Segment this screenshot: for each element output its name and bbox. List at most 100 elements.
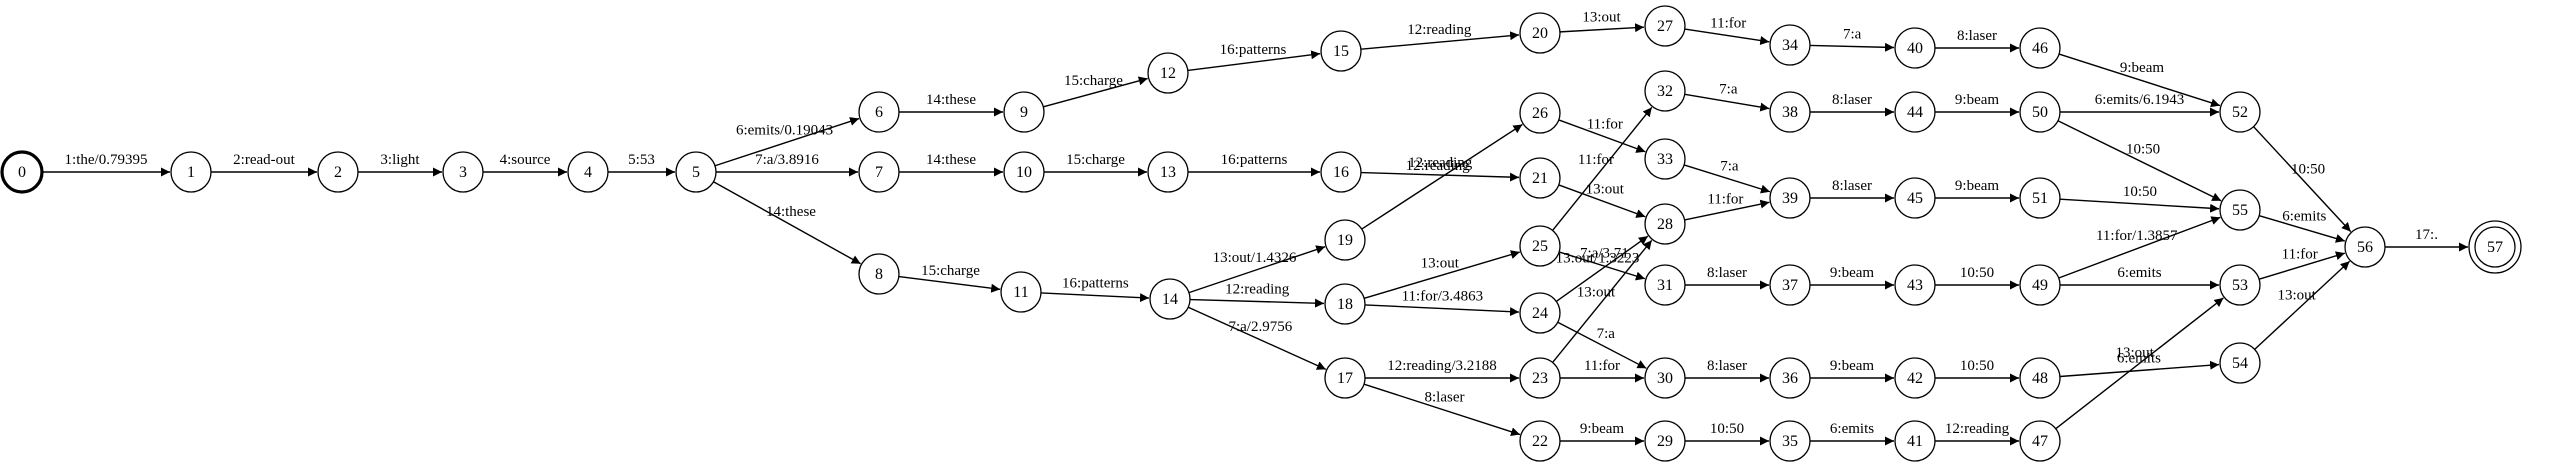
state-circle bbox=[567, 151, 609, 193]
edge-label: 2:read-out bbox=[233, 152, 295, 168]
edge-5-8: 14:these bbox=[713, 181, 861, 265]
state-circle bbox=[2019, 357, 2061, 399]
edge-label: 13:out/1.4326 bbox=[1213, 250, 1297, 266]
state-circle bbox=[1147, 52, 1189, 94]
state-circle bbox=[1894, 357, 1936, 399]
state-circle bbox=[1519, 157, 1561, 199]
state-circle bbox=[1894, 177, 1936, 219]
edge-label: 13:out bbox=[2116, 345, 2155, 361]
edge-line bbox=[1360, 31, 1520, 50]
state-label: 2 bbox=[334, 164, 342, 181]
edge-label: 8:laser bbox=[1832, 92, 1872, 108]
state-node-10: 10 bbox=[1003, 151, 1045, 193]
edge-label: 8:laser bbox=[1832, 178, 1872, 194]
state-label: 55 bbox=[2232, 202, 2248, 219]
state-circle bbox=[1769, 91, 1811, 133]
state-circle bbox=[1519, 92, 1561, 134]
state-node-46: 46 bbox=[2019, 27, 2061, 69]
edge-53-56: 11:for bbox=[2258, 246, 2346, 280]
edge-34-40: 7:a bbox=[1809, 26, 1895, 52]
edge-label: 9:beam bbox=[1955, 92, 1999, 108]
edge-label: 11:for bbox=[1584, 358, 1620, 374]
edge-43-49: 10:50 bbox=[1935, 265, 2019, 290]
state-label: 5 bbox=[692, 164, 700, 181]
state-circle bbox=[1003, 91, 1045, 133]
state-circle bbox=[1894, 27, 1936, 69]
edge-21-28: 13:out bbox=[1558, 181, 1646, 218]
edge-49-55: 11:for/1.3857 bbox=[2058, 216, 2221, 279]
state-circle bbox=[1644, 138, 1686, 180]
edge-line bbox=[1187, 306, 1327, 370]
state-label: 20 bbox=[1532, 25, 1548, 42]
state-label: 47 bbox=[2032, 433, 2048, 450]
state-label: 18 bbox=[1337, 296, 1353, 313]
edge-label: 13:out bbox=[1421, 255, 1460, 271]
state-circle bbox=[1000, 271, 1042, 313]
state-node-34: 34 bbox=[1769, 24, 1811, 66]
edge-31-37: 8:laser bbox=[1685, 265, 1769, 290]
state-node-5: 5 bbox=[675, 151, 717, 193]
state-circle bbox=[317, 151, 359, 193]
edge-14-18: 12:reading bbox=[1189, 281, 1325, 308]
edge-line bbox=[714, 117, 860, 167]
edge-0-1: 1:the/0.79395 bbox=[42, 152, 170, 177]
edge-19-26: 12:reading bbox=[1361, 123, 1523, 230]
edge-label: 16:patterns bbox=[1221, 152, 1288, 168]
state-circle bbox=[858, 151, 900, 193]
edge-36-42: 9:beam bbox=[1810, 358, 1894, 383]
edge-line bbox=[1555, 235, 1649, 302]
edge-line bbox=[1364, 304, 1520, 317]
final-state-outer-circle bbox=[2468, 220, 2522, 274]
edge-label: 6:emits bbox=[1830, 421, 1874, 437]
edge-line bbox=[1809, 42, 1895, 52]
edge-label: 7:a bbox=[1597, 326, 1616, 342]
edge-29-35: 10:50 bbox=[1685, 421, 1769, 446]
start-state-circle bbox=[0, 150, 44, 194]
state-node-11: 11 bbox=[1000, 271, 1042, 313]
state-label: 56 bbox=[2357, 239, 2373, 256]
state-circle bbox=[170, 151, 212, 193]
state-circle bbox=[2019, 91, 2061, 133]
state-circle bbox=[1003, 151, 1045, 193]
state-circle bbox=[1324, 219, 1366, 261]
edge-17-23: 12:reading/3.2188 bbox=[1365, 358, 1519, 383]
state-label: 10 bbox=[1016, 164, 1032, 181]
state-label: 57 bbox=[2487, 239, 2503, 256]
edge-label: 6:emits/6.1943 bbox=[2095, 92, 2185, 108]
edge-label: 6:emits bbox=[2117, 351, 2161, 367]
edge-11-14: 16:patterns bbox=[1040, 275, 1150, 303]
state-circle bbox=[1644, 264, 1686, 306]
state-label: 30 bbox=[1657, 370, 1673, 387]
state-label: 9 bbox=[1020, 104, 1028, 121]
edge-line bbox=[1363, 250, 1521, 299]
state-label: 36 bbox=[1782, 370, 1798, 387]
edge-48-54: 6:emits bbox=[2059, 351, 2220, 378]
edge-line bbox=[1552, 239, 1653, 363]
edge-line bbox=[713, 181, 861, 265]
edge-27-34: 11:for bbox=[1684, 16, 1770, 45]
edge-line bbox=[1684, 199, 1770, 221]
edge-17-22: 8:laser bbox=[1363, 383, 1521, 437]
state-node-21: 21 bbox=[1519, 157, 1561, 199]
edge-label: 6:emits bbox=[2282, 209, 2326, 225]
state-circle bbox=[1324, 357, 1366, 399]
edge-5-6: 6:emits/0.19043 bbox=[714, 117, 860, 167]
edge-line bbox=[2253, 126, 2352, 233]
edge-9-12: 15:charge bbox=[1043, 73, 1148, 108]
state-node-57: 57 bbox=[2468, 220, 2522, 274]
edge-3-4: 4:source bbox=[483, 152, 567, 177]
state-node-9: 9 bbox=[1003, 91, 1045, 133]
state-circle bbox=[2019, 27, 2061, 69]
edge-6-9: 14:these bbox=[899, 92, 1003, 117]
state-label: 43 bbox=[1907, 277, 1923, 294]
edge-30-36: 8:laser bbox=[1685, 358, 1769, 383]
edge-45-51: 9:beam bbox=[1935, 178, 2019, 203]
edge-line bbox=[2059, 198, 2220, 213]
final-state-inner-circle bbox=[2474, 226, 2516, 268]
edge-24-30: 7:a bbox=[1557, 321, 1647, 369]
state-circle bbox=[1644, 5, 1686, 47]
edge-label: 8:laser bbox=[1707, 358, 1747, 374]
edge-label: 10:50 bbox=[1960, 265, 1994, 281]
edge-label: 13:out bbox=[1582, 10, 1621, 26]
